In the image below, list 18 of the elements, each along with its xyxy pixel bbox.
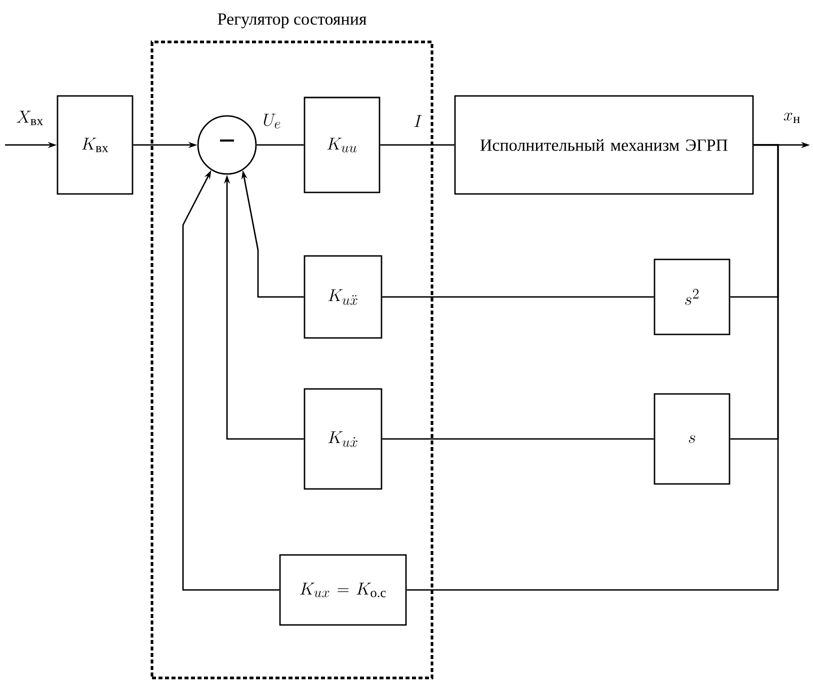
connector-line xyxy=(382,438,654,440)
connector-line xyxy=(256,144,304,146)
block-box: $K_{ux} = K_{\text{о.с}}$ xyxy=(279,554,407,626)
block-box: $K_{uu}$ xyxy=(304,96,380,194)
connector-line xyxy=(406,144,779,591)
connector-line xyxy=(380,144,454,146)
block-box: $K_{u\ddot{x}}$ xyxy=(304,255,382,339)
block-box: Исполнительный механизм ЭГРП xyxy=(454,95,754,195)
signal-label: $U_{e}$ xyxy=(264,114,280,128)
block-box: $s^{2}$ xyxy=(654,258,730,336)
signal-label: $x_{\text{н}}$ xyxy=(784,112,800,123)
frame-heading: Регулятор состояния xyxy=(218,13,366,28)
block-box: $s$ xyxy=(654,393,730,485)
connector-line xyxy=(382,296,654,298)
signal-label: $I$ xyxy=(414,115,422,127)
signal-label: $X_{\text{вх}}$ xyxy=(16,110,44,126)
block-box: $K_{u\dot{x}}$ xyxy=(304,388,382,490)
block-box: $K_{\text{вх}}$ xyxy=(56,95,134,195)
